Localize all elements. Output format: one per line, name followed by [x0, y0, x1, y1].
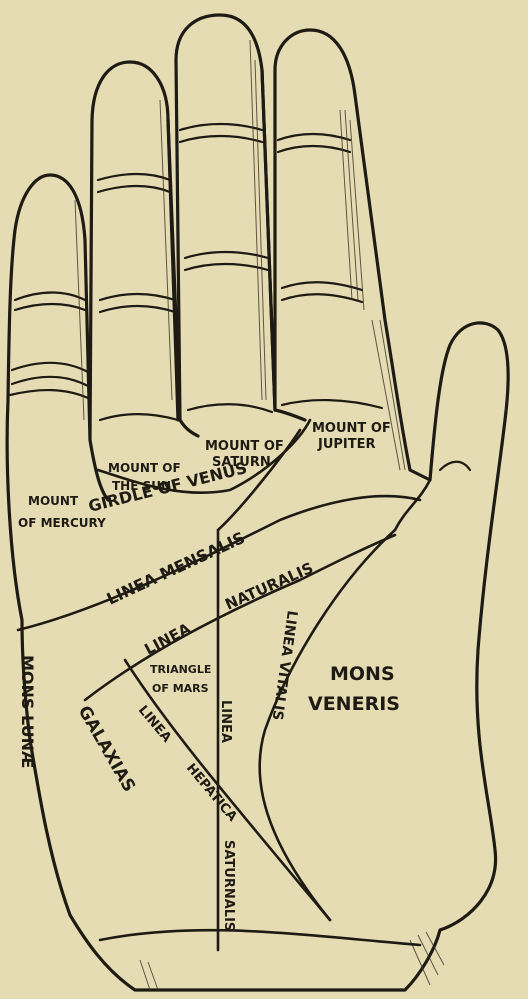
label-mons-veneris-2: VENERIS: [308, 693, 400, 715]
label-mount-mercury-1: MOUNT: [28, 494, 79, 508]
labels: MOUNT OF JUPITER MOUNT OF SATURN MOUNT O…: [18, 421, 400, 931]
label-mount-mercury-2: OF MERCURY: [18, 516, 106, 530]
finger-dividers: [90, 70, 305, 500]
thumb-edge: [395, 480, 430, 530]
label-linea-hepatica-1: LINEA: [135, 703, 174, 746]
shading-hatch: [75, 40, 444, 990]
label-galaxias: GALAXIAS: [74, 703, 139, 796]
label-linea-saturnalis-1: LINEA: [218, 700, 233, 743]
label-triangle-1: TRIANGLE: [150, 663, 211, 676]
label-mons-lunae: MONS LUNÆ: [18, 655, 37, 768]
label-linea-naturalis-1: LINEA: [141, 619, 194, 658]
label-mons-veneris-1: MONS: [330, 663, 395, 685]
label-linea-vitalis: LINEA VITALIS: [269, 609, 300, 721]
label-triangle-2: OF MARS: [152, 682, 209, 695]
label-mount-sun-1: MOUNT OF: [108, 461, 181, 475]
label-linea-saturnalis-2: SATURNALIS: [221, 840, 236, 931]
label-mount-saturn-1: MOUNT OF: [205, 439, 284, 454]
label-linea-hepatica-2: HEPATICA: [183, 761, 240, 825]
wrist-crease: [100, 930, 420, 945]
label-mount-jupiter-1: MOUNT OF: [312, 421, 391, 436]
label-mount-jupiter-2: JUPITER: [317, 437, 376, 452]
label-linea-naturalis-2: NATURALIS: [222, 559, 316, 614]
hand-outline: [7, 15, 508, 990]
